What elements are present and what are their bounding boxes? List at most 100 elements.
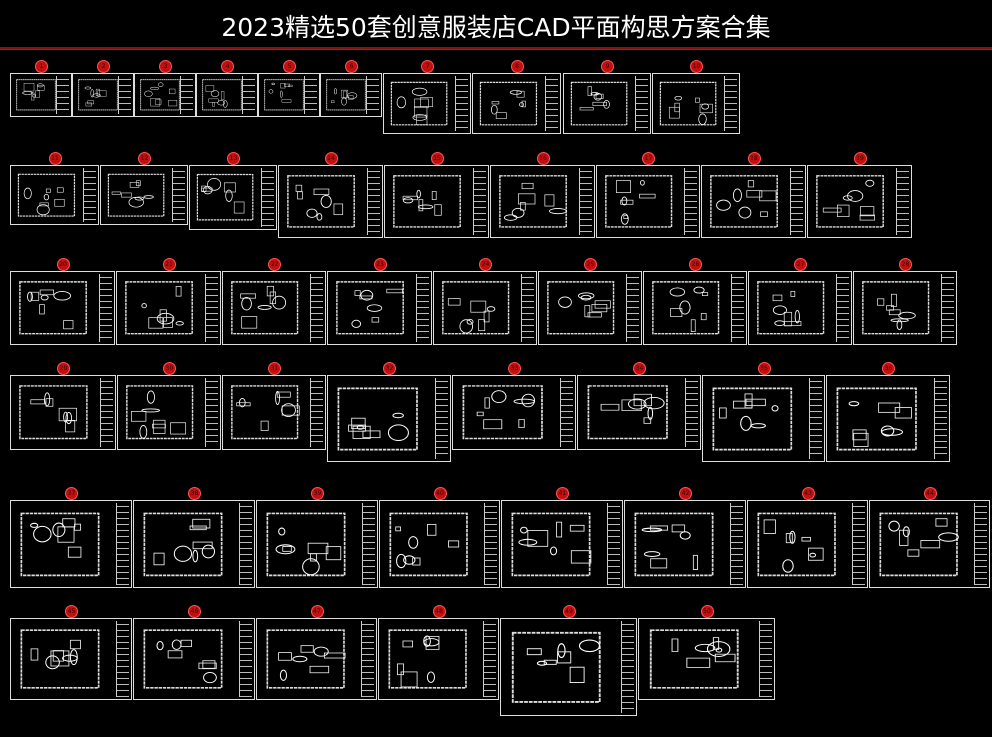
floor-plan-drawing (126, 385, 194, 440)
title-block (362, 503, 375, 585)
title-block (521, 274, 534, 342)
plan-sheet[interactable] (384, 165, 489, 238)
plan-sheet[interactable] (10, 165, 99, 225)
plan-sheet[interactable] (826, 375, 950, 462)
plan-number-badge: 25 (584, 258, 597, 271)
title-block (304, 76, 317, 114)
plan-sheet[interactable] (10, 500, 132, 588)
plan-sheet[interactable] (189, 165, 277, 230)
plan-number-badge: 2 (97, 60, 110, 73)
plan-sheet[interactable] (258, 73, 320, 117)
plan-number-badge: 44 (923, 487, 937, 500)
floor-plan-drawing (649, 629, 739, 689)
plan-sheet[interactable] (624, 500, 746, 588)
title-block (941, 274, 954, 342)
title-block (310, 378, 323, 447)
floor-plan-drawing (389, 512, 468, 576)
title-block (205, 274, 218, 342)
plan-number-badge: 15 (430, 152, 444, 165)
floor-plan-drawing (325, 79, 366, 111)
floor-plan-drawing (19, 385, 88, 440)
plan-number-badge: 8 (510, 60, 524, 73)
plan-sheet[interactable] (222, 271, 326, 345)
plan-sheet[interactable] (134, 73, 196, 117)
title-block (685, 378, 698, 447)
title-block (545, 76, 558, 131)
plan-sheet[interactable] (652, 73, 740, 134)
plan-sheet[interactable] (116, 271, 221, 345)
plan-sheet[interactable] (433, 271, 537, 345)
plan-sheet[interactable] (747, 500, 868, 588)
plan-sheet[interactable] (383, 73, 471, 134)
plan-sheet[interactable] (117, 375, 221, 450)
plan-sheet[interactable] (643, 271, 747, 345)
plan-sheet[interactable] (807, 165, 912, 238)
plan-sheet[interactable] (638, 618, 775, 700)
title-block (239, 621, 252, 697)
plan-sheet[interactable] (278, 165, 383, 238)
plan-sheet[interactable] (501, 500, 623, 588)
plan-sheet[interactable] (256, 618, 377, 700)
floor-plan-drawing (388, 629, 467, 689)
plan-sheet[interactable] (596, 165, 700, 238)
plan-sheet[interactable] (222, 375, 326, 450)
plan-number-badge: 5 (283, 60, 296, 73)
floor-plan-drawing (201, 79, 242, 111)
title-block (367, 168, 380, 235)
plan-number-badge: 7 (421, 60, 434, 73)
plan-sheet[interactable] (100, 165, 188, 225)
plan-number-badge: 32 (383, 362, 396, 375)
floor-plan-drawing (710, 175, 779, 228)
title-block (361, 621, 374, 697)
plan-number-badge: 46 (188, 605, 201, 618)
plan-sheet[interactable] (10, 271, 115, 345)
plan-sheet[interactable] (563, 73, 651, 134)
plan-sheet[interactable] (72, 73, 134, 117)
plan-sheet[interactable] (10, 375, 116, 450)
plan-sheet[interactable] (10, 618, 132, 700)
plan-sheet[interactable] (196, 73, 258, 117)
plan-number-badge: 38 (188, 487, 201, 500)
title-block (607, 503, 620, 585)
floor-plan-drawing (442, 281, 510, 335)
plan-sheet[interactable] (702, 375, 825, 462)
plan-sheet[interactable] (472, 73, 561, 134)
floor-plan-drawing (879, 512, 959, 576)
plan-sheet[interactable] (490, 165, 595, 238)
plan-sheet[interactable] (133, 618, 255, 700)
plan-sheet[interactable] (379, 500, 500, 588)
floor-plan-drawing (143, 629, 223, 689)
plan-sheet[interactable] (378, 618, 499, 700)
plan-sheet[interactable] (869, 500, 990, 588)
plan-number-badge: 45 (65, 605, 78, 618)
plan-sheet[interactable] (133, 500, 255, 588)
plan-number-badge: 42 (679, 487, 692, 500)
floor-plan-drawing (652, 281, 720, 335)
floor-plan-drawing (20, 512, 100, 576)
page-title: 2023精选50套创意服装店CAD平面构思方案合集 (221, 13, 771, 42)
plan-sheet[interactable] (10, 73, 72, 117)
plan-number-badge: 22 (268, 258, 281, 271)
plan-sheet[interactable] (327, 271, 432, 345)
title-block (724, 76, 737, 131)
plan-sheet[interactable] (701, 165, 806, 238)
plan-sheet[interactable] (500, 618, 637, 716)
plan-sheet[interactable] (748, 271, 852, 345)
title-block (180, 76, 193, 114)
plan-sheet[interactable] (327, 375, 451, 462)
plan-sheet[interactable] (538, 271, 642, 345)
plan-sheet[interactable] (256, 500, 378, 588)
floor-plan-drawing (231, 281, 299, 335)
plan-sheet[interactable] (320, 73, 382, 117)
title-block (205, 378, 218, 447)
plan-sheet[interactable] (452, 375, 576, 450)
title-block (484, 503, 497, 585)
plan-number-badge: 6 (345, 60, 358, 73)
floor-plan-drawing (659, 81, 717, 126)
plan-number-badge: 47 (310, 605, 324, 618)
floor-plan-drawing (570, 81, 628, 126)
plan-sheet[interactable] (577, 375, 701, 450)
floor-plan-drawing (712, 387, 793, 450)
title-block (116, 503, 129, 585)
plan-sheet[interactable] (853, 271, 957, 345)
